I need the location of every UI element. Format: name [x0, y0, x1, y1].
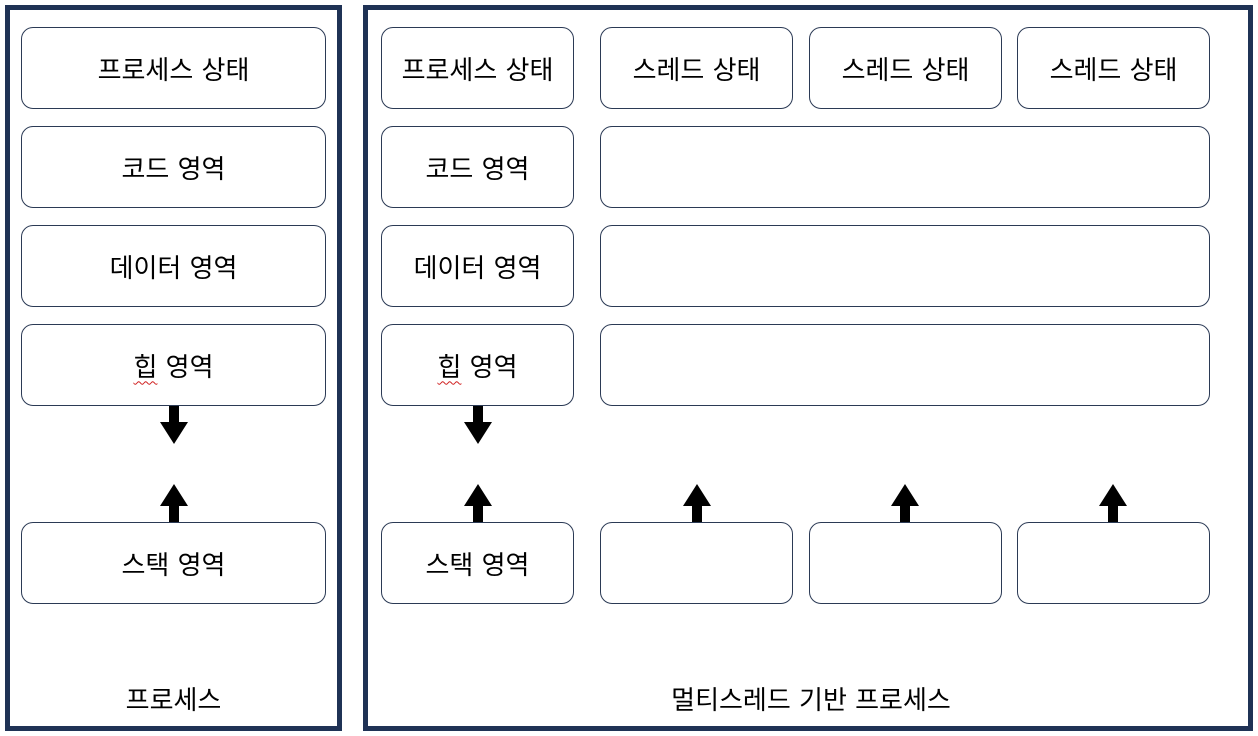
mt-process-state-label: 프로세스 상태	[401, 55, 554, 86]
mt-heap-down-arrow-icon	[464, 406, 492, 444]
process-state-label: 프로세스 상태	[97, 55, 250, 86]
heap-area-box: 힙 영역	[21, 324, 326, 406]
thread-stack-box	[809, 522, 1002, 604]
data-area-label: 데이터 영역	[109, 253, 238, 284]
heap-area-suffix: 영역	[157, 352, 214, 383]
mt-data-area-box: 데이터 영역	[381, 225, 574, 307]
code-area-box: 코드 영역	[21, 126, 326, 208]
mt-code-area-label: 코드 영역	[425, 154, 530, 185]
stack-area-label: 스택 영역	[121, 550, 226, 581]
mt-heap-area-suffix: 영역	[461, 352, 518, 383]
thread-stack-up-arrow-icon	[683, 484, 711, 522]
heap-down-arrow-icon	[160, 406, 188, 444]
stack-area-box: 스택 영역	[21, 522, 326, 604]
multithread-process-caption: 멀티스레드 기반 프로세스	[671, 686, 951, 716]
thread-state-label: 스레드 상태	[1049, 55, 1178, 86]
stack-up-arrow-icon	[160, 484, 188, 522]
mt-heap-area-box: 힙 영역	[381, 324, 574, 406]
thread-state-label: 스레드 상태	[841, 55, 970, 86]
code-area-label: 코드 영역	[121, 154, 226, 185]
thread-state-label: 스레드 상태	[632, 55, 761, 86]
thread-state-box: 스레드 상태	[809, 27, 1002, 109]
mt-stack-area-box: 스택 영역	[381, 522, 574, 604]
thread-stack-box	[600, 522, 793, 604]
thread-stack-up-arrow-icon	[891, 484, 919, 522]
single-process-caption: 프로세스	[125, 686, 222, 716]
process-state-box: 프로세스 상태	[21, 27, 326, 109]
mt-process-state-box: 프로세스 상태	[381, 27, 574, 109]
heap-area-label: 힙 영역	[133, 347, 213, 384]
thread-state-box: 스레드 상태	[1017, 27, 1210, 109]
thread-stack-up-arrow-icon	[1099, 484, 1127, 522]
thread-stack-box	[1017, 522, 1210, 604]
mt-heap-word: 힙	[437, 352, 462, 383]
heap-word: 힙	[133, 352, 158, 383]
shared-code-area-box	[600, 126, 1210, 208]
mt-data-area-label: 데이터 영역	[413, 253, 542, 284]
thread-state-box: 스레드 상태	[600, 27, 793, 109]
shared-data-area-box	[600, 225, 1210, 307]
mt-stack-area-label: 스택 영역	[425, 550, 530, 581]
shared-heap-area-box	[600, 324, 1210, 406]
mt-stack-up-arrow-icon	[464, 484, 492, 522]
mt-heap-area-label: 힙 영역	[437, 347, 517, 384]
mt-code-area-box: 코드 영역	[381, 126, 574, 208]
data-area-box: 데이터 영역	[21, 225, 326, 307]
